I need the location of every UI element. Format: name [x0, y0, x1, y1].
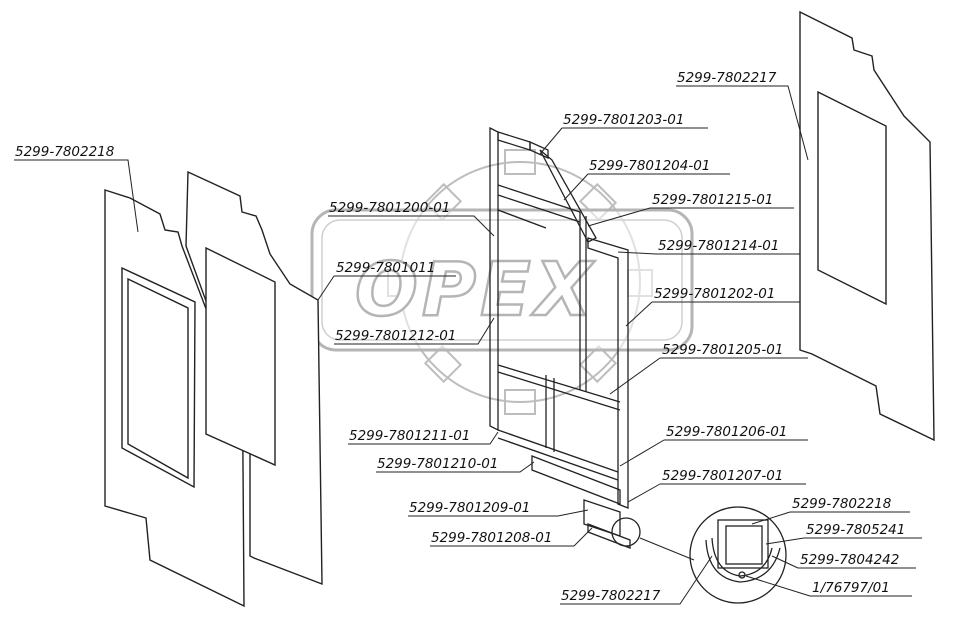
label-5299-7801215-01: 5299-7801215-01 [652, 192, 773, 208]
watermark-text: OPEX [355, 247, 596, 333]
seal-detail-section [639, 506, 787, 604]
part-labels: 5299-7802217 5299-7802218 5299-7801203-0… [15, 70, 905, 604]
label-5299-7801203-01: 5299-7801203-01 [563, 112, 684, 128]
leader-lines [14, 85, 922, 605]
label-5299-7801205-01: 5299-7801205-01 [662, 342, 783, 358]
label-5299-7801011: 5299-7801011 [336, 260, 435, 276]
label-5299-7801204-01: 5299-7801204-01 [589, 158, 710, 174]
side-panel-left-front [104, 189, 245, 608]
label-5299-7801202-01: 5299-7801202-01 [654, 286, 775, 302]
label-5299-7801200-01: 5299-7801200-01 [329, 200, 450, 216]
label-1-76797-01: 1/76797/01 [812, 580, 890, 596]
label-5299-7802218-detail: 5299-7802218 [792, 496, 891, 512]
label-5299-7801212-01: 5299-7801212-01 [335, 328, 456, 344]
label-5299-7802217-top: 5299-7802217 [677, 70, 777, 86]
side-panel-right [799, 10, 935, 442]
label-5299-7801206-01: 5299-7801206-01 [666, 424, 787, 440]
label-5299-7804242: 5299-7804242 [800, 552, 899, 568]
label-5299-7801207-01: 5299-7801207-01 [662, 468, 783, 484]
watermark-plate [310, 208, 694, 352]
label-5299-7801214-01: 5299-7801214-01 [658, 238, 779, 254]
label-5299-7805241: 5299-7805241 [806, 522, 905, 538]
label-5299-7802218-left: 5299-7802218 [15, 144, 114, 160]
label-5299-7801210-01: 5299-7801210-01 [377, 456, 498, 472]
side-panel-left-back [185, 170, 323, 586]
label-5299-7801209-01: 5299-7801209-01 [409, 500, 530, 516]
label-5299-7801211-01: 5299-7801211-01 [349, 428, 470, 444]
door-frame-assembly [489, 126, 641, 549]
opex-watermark-logo: OPEX [310, 149, 694, 415]
label-5299-7801208-01: 5299-7801208-01 [431, 530, 552, 546]
label-5299-7802217-bottom: 5299-7802217 [561, 588, 661, 604]
